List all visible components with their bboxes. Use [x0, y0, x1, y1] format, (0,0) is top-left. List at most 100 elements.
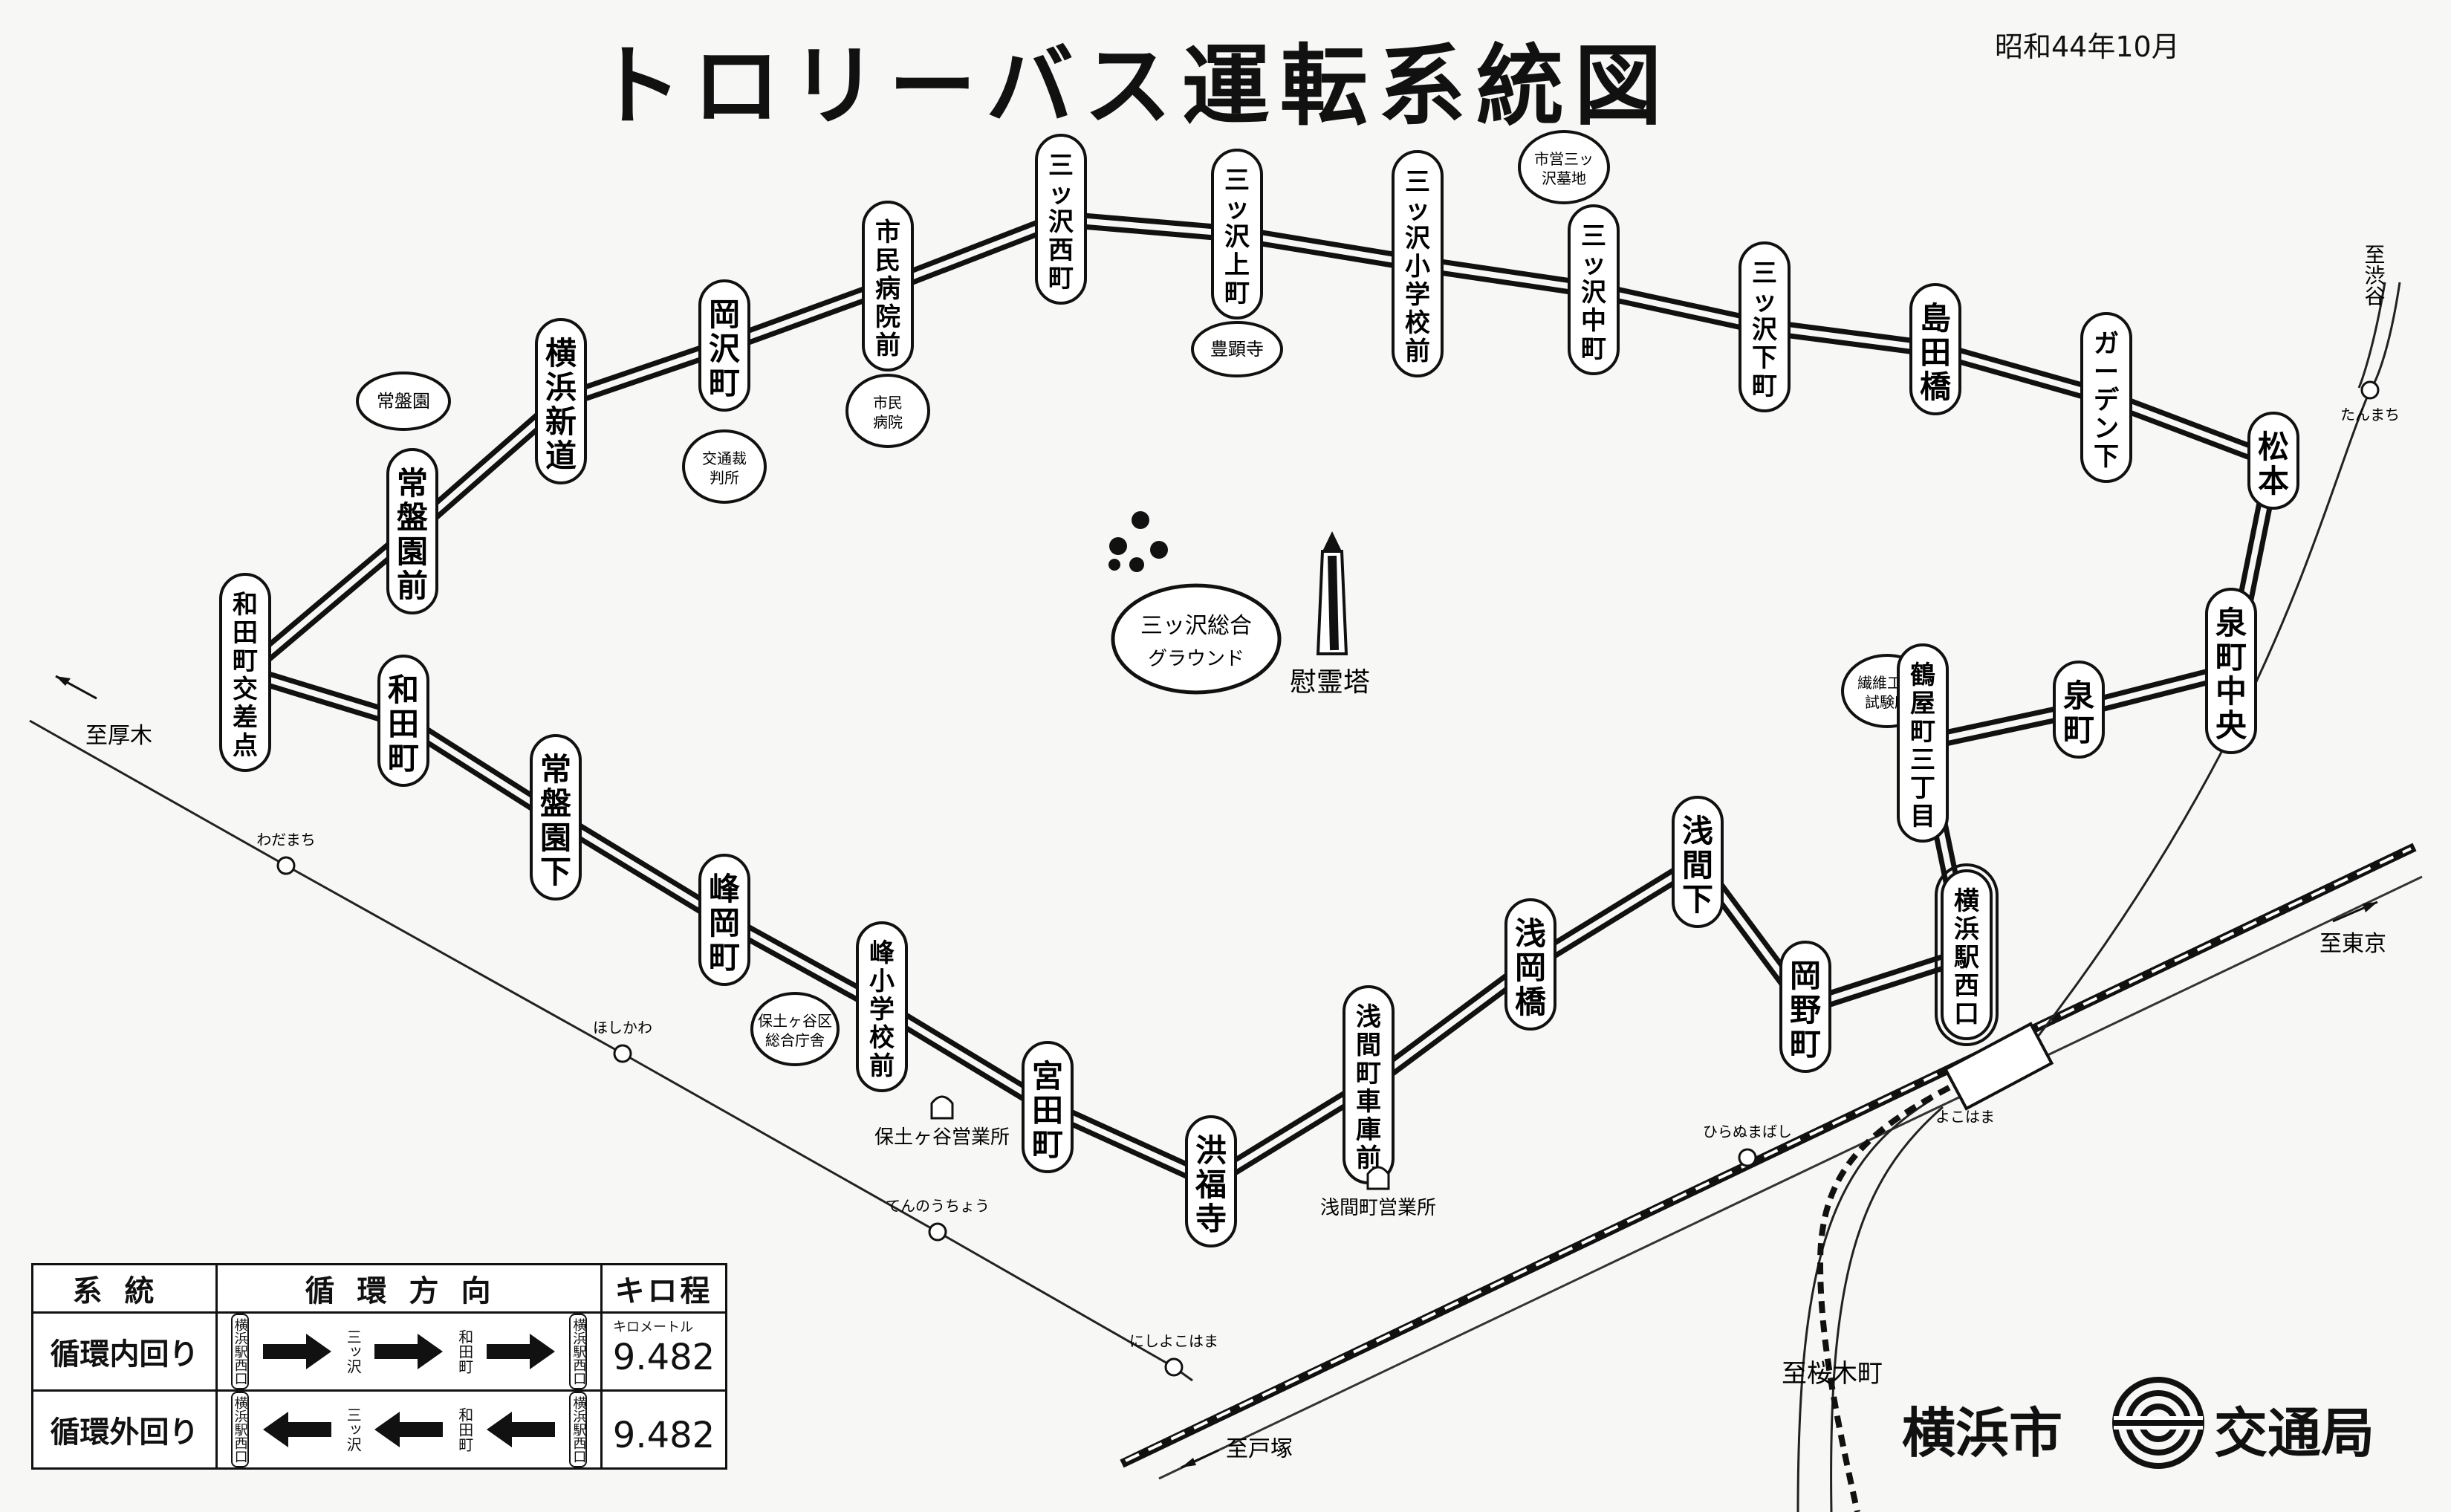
bus-stop[interactable]: 岡野町 — [1779, 941, 1831, 1073]
railway-station: にしよこはま — [1129, 1332, 1218, 1377]
bus-stop[interactable]: 浅岡橋 — [1504, 898, 1556, 1031]
bus-stop[interactable]: 常盤園下 — [530, 734, 582, 901]
stop-pill — [2205, 588, 2257, 754]
keikyu-line — [1817, 1067, 1985, 1512]
landmark: 市営三ッ沢墓地 — [1518, 130, 1610, 204]
legend-row-outer: 循環外回り 横浜駅西口 三ッ沢 和田町 横浜駅西口 9.482 — [31, 1389, 727, 1470]
yokohama-station-box — [1943, 1022, 2054, 1111]
stop-pill — [530, 734, 582, 901]
legend-route-name: 循環外回り — [31, 1389, 218, 1470]
bus-stop[interactable]: 峰岡町 — [698, 854, 750, 986]
stop-name: 横浜駅西口 — [1954, 886, 1979, 1029]
arrow-left-icon — [262, 1412, 331, 1447]
trolleybus-route — [239, 211, 2282, 1190]
map-date: 昭和44年10月 — [1995, 30, 2180, 63]
landmark-name: 交通裁判所 — [702, 450, 747, 487]
stop-pill — [1739, 241, 1791, 412]
legend-header-distance: キロ程 — [600, 1263, 727, 1314]
stop-pill — [1909, 283, 1961, 415]
bus-stop[interactable]: 宮田町 — [1022, 1041, 1074, 1173]
landmark: 市民病院 — [845, 374, 930, 448]
stop-pill — [1185, 1115, 1237, 1247]
depot: 保土ヶ谷営業所 — [874, 1095, 1010, 1149]
bus-stop[interactable]: 横浜駅西口 — [1935, 863, 1999, 1046]
stop-name: 三ッ沢下町 — [1752, 259, 1778, 401]
stop-pill — [1504, 898, 1556, 1031]
stop-name: 峰小学校前 — [869, 938, 895, 1081]
route-line-gap — [243, 216, 2276, 1184]
railway-station: わだまち — [256, 831, 316, 875]
bus-stop[interactable]: 浅間町車庫前 — [1343, 985, 1395, 1184]
bus-stop[interactable]: 三ッ沢中町 — [1568, 204, 1620, 375]
monument-label: 慰霊塔 — [1290, 667, 1370, 698]
stop-pill — [1392, 150, 1444, 377]
bus-stop[interactable]: 松本 — [2247, 412, 2299, 510]
depot-icon — [930, 1095, 954, 1120]
stop-name: 三ッ沢西町 — [1048, 151, 1074, 293]
direction-arrow-atsugi-icon — [55, 675, 97, 700]
bus-stop[interactable]: 三ッ沢小学校前 — [1392, 150, 1444, 377]
stop-pill — [386, 448, 438, 614]
bus-stop[interactable]: 常盤園前 — [386, 448, 438, 614]
stop-name: 和田町交差点 — [233, 590, 258, 761]
direction-sakuragicho: 至桜木町 — [1782, 1359, 1883, 1389]
stop-pill — [1941, 869, 1993, 1040]
stop-name: 和田町 — [388, 672, 419, 776]
landmark-name: 市民病院 — [873, 394, 903, 431]
legend-stop: 和田町 — [455, 1407, 474, 1452]
direction-arrow-tokyo-icon — [2332, 901, 2378, 923]
stop-name: 常盤園下 — [540, 751, 571, 890]
bus-stop[interactable]: 洪福寺 — [1185, 1115, 1237, 1247]
legend-distance: 9.482 — [612, 1337, 715, 1378]
center-label: 三ッ沢総合 — [1140, 613, 1252, 639]
legend-header-route: 系統 — [31, 1263, 218, 1314]
center-label-line2: グラウンド — [1148, 648, 1244, 670]
toyoko-line — [2004, 282, 2401, 1078]
landmark-name: 常盤園 — [377, 391, 430, 412]
stop-pill — [377, 655, 429, 787]
route-legend: 系統 循環方向 キロ程 循環内回り 横浜駅西口 三ッ沢 和田町 横浜駅西口 キロ… — [31, 1263, 727, 1470]
stop-name: 浅間町車庫前 — [1356, 1002, 1381, 1173]
bus-stop[interactable]: 峰小学校前 — [856, 921, 908, 1092]
landmark: 常盤園 — [356, 371, 451, 431]
railway-station: たんまち — [2340, 380, 2400, 424]
jr-main-line — [1120, 843, 2423, 1480]
stop-name: 浅間下 — [1682, 813, 1713, 918]
landmark: 交通裁判所 — [682, 429, 767, 504]
bus-stop[interactable]: 和田町交差点 — [219, 573, 271, 772]
city-emblem-icon — [2112, 1377, 2204, 1469]
arrow-left-icon — [487, 1412, 556, 1447]
stop-pill — [698, 279, 750, 412]
direction-atsugi: 至厚木 — [85, 723, 152, 749]
stop-pill — [535, 318, 587, 484]
bus-stop[interactable]: 泉町 — [2053, 661, 2105, 759]
bus-stop[interactable]: 鶴屋町三丁目 — [1897, 643, 1949, 843]
stop-pill — [1035, 134, 1087, 305]
depot: 浅間町営業所 — [1320, 1166, 1436, 1219]
bus-stop[interactable]: ガーデン下 — [2080, 312, 2132, 483]
stop-pill — [2247, 412, 2299, 510]
stop-name: 三ッ沢小学校前 — [1405, 167, 1431, 366]
arrow-right-icon — [374, 1334, 444, 1369]
depot-name: 浅間町営業所 — [1320, 1197, 1436, 1219]
stop-name: 洪福寺 — [1195, 1132, 1227, 1237]
memorial-tower-icon — [1316, 531, 1348, 655]
stop-name: ガーデン下 — [2094, 329, 2120, 472]
bus-stop[interactable]: 泉町中央 — [2205, 588, 2257, 754]
bus-stop[interactable]: 三ッ沢下町 — [1739, 241, 1791, 412]
bus-stop[interactable]: 島田橋 — [1909, 283, 1961, 415]
bus-stop[interactable]: 横浜新道 — [535, 318, 587, 484]
bus-stop[interactable]: 三ッ沢上町 — [1211, 149, 1263, 319]
railway-station: よこはま — [1935, 1108, 1995, 1126]
direction-tokyo: 至東京 — [2319, 931, 2386, 957]
bus-stop[interactable]: 岡沢町 — [698, 279, 750, 412]
bus-stops: 和田町交差点常盤園前横浜新道岡沢町市民病院前三ッ沢西町三ッ沢上町三ッ沢小学校前三… — [219, 134, 2299, 1247]
bus-stop[interactable]: 市民病院前 — [862, 201, 914, 371]
bus-stop[interactable]: 三ッ沢西町 — [1035, 134, 1087, 305]
legend-stop: 横浜駅西口 — [569, 1392, 588, 1467]
bus-stop[interactable]: 浅間下 — [1672, 796, 1724, 928]
cherry-blossom-icon — [1108, 511, 1168, 572]
bus-stop[interactable]: 和田町 — [377, 655, 429, 787]
stop-pill — [1779, 941, 1831, 1073]
